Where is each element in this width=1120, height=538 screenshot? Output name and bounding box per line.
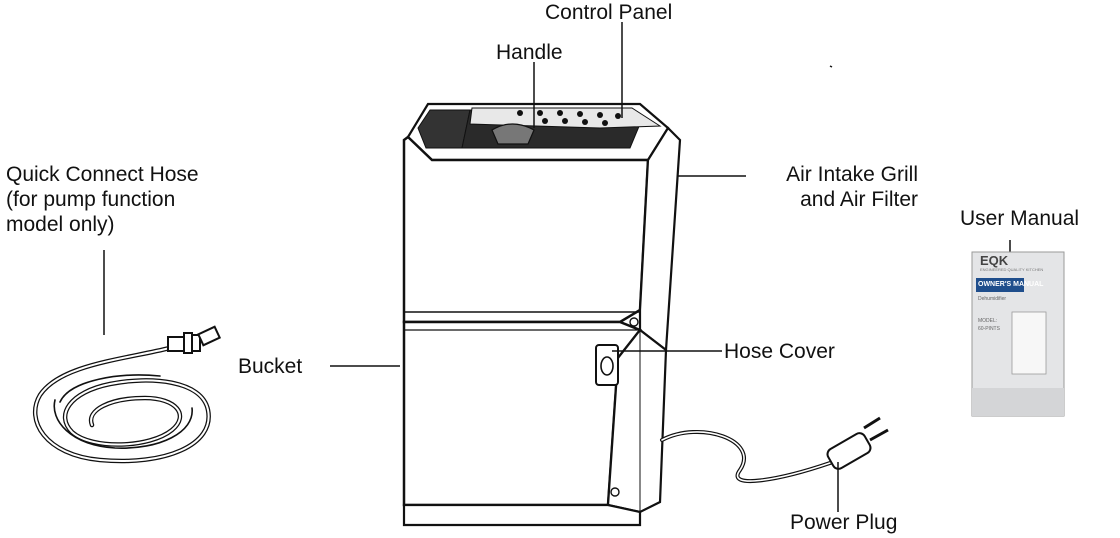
manual-brand: EQK — [980, 253, 1009, 268]
hose-cover-label: Hose Cover — [724, 340, 835, 363]
leader-lines — [330, 22, 1011, 512]
user-manual-booklet — [971, 251, 1065, 417]
manual-brand-tagline: ENGINEERED QUALITY KITCHEN — [980, 267, 1044, 272]
control-panel-label: Control Panel — [545, 1, 673, 24]
power-plug-drawing — [826, 416, 889, 470]
manual-model-label: MODEL: — [978, 318, 998, 324]
hose-label-line1: Quick Connect Hose — [6, 163, 199, 186]
manual-model-number: 60-PINTS — [978, 326, 1000, 332]
quick-connect-hose-label: Quick Connect Hose (for pump function mo… — [6, 162, 199, 237]
power-plug-label: Power Plug — [790, 511, 898, 534]
hose-label-line3: model only) — [6, 213, 115, 236]
handle-label: Handle — [496, 41, 563, 64]
bucket-label: Bucket — [238, 355, 303, 378]
air-label-line1: Air Intake Grill — [786, 163, 918, 186]
power-cord-drawing — [660, 430, 832, 484]
hose-label-line2: (for pump function — [6, 188, 176, 211]
quick-connect-hose-drawing — [33, 325, 222, 464]
stray-mark — [829, 65, 833, 68]
air-intake-label: Air Intake Grill and Air Filter — [748, 162, 918, 212]
manual-subtitle: Dehumidifier — [978, 296, 1007, 302]
user-manual-label: User Manual — [960, 207, 1080, 230]
manual-title: OWNER'S MANUAL — [978, 281, 1044, 288]
dehumidifier-unit-drawing — [402, 102, 682, 527]
air-label-line2: and Air Filter — [800, 188, 918, 211]
